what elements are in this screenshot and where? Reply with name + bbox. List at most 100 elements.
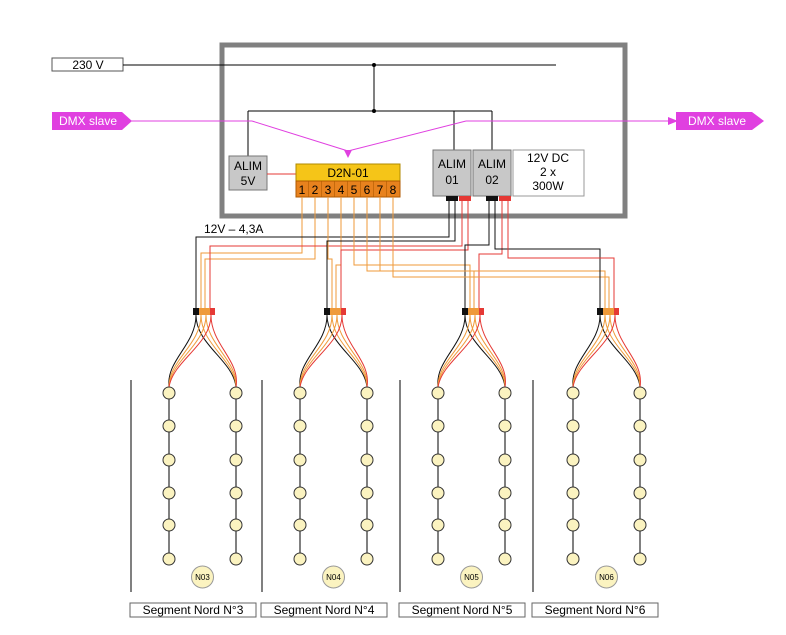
led-node: [566, 552, 580, 566]
dmx-arrowhead: [344, 150, 352, 158]
fan-wire: [326, 314, 368, 388]
power-input-label: 230 V: [72, 58, 103, 72]
segment-tag: N06: [599, 573, 614, 582]
fan-wire: [168, 314, 207, 388]
fan-wire: [437, 314, 466, 388]
fan-wire: [168, 314, 197, 388]
led-node: [498, 386, 512, 400]
led-node: [360, 518, 374, 532]
led-node: [633, 486, 647, 500]
led-node: [633, 419, 647, 433]
fan-wire: [336, 314, 368, 388]
positive-wire: [507, 201, 615, 312]
fan-wire: [168, 314, 212, 388]
led-node: [162, 486, 176, 500]
segment-connector: [324, 308, 346, 315]
segment-tag: N04: [326, 573, 341, 582]
led-node: [633, 518, 647, 532]
led-node: [498, 486, 512, 500]
led-node: [431, 419, 445, 433]
alim-5v-module: [228, 155, 268, 191]
negative-wire: [195, 201, 450, 312]
controller-channel-8: 8: [390, 183, 397, 197]
led-node: [633, 453, 647, 467]
led-node: [633, 552, 647, 566]
segment-connector: [462, 308, 484, 315]
enclosure: [219, 42, 628, 219]
segment-label-box: [129, 602, 257, 618]
led-node: [360, 419, 374, 433]
fan-wire: [469, 314, 506, 388]
segment-tag-badge: [460, 565, 483, 589]
alim-5v-line1: ALIM: [234, 159, 262, 173]
led-node: [162, 453, 176, 467]
led-node: [566, 518, 580, 532]
fan-wire: [474, 314, 506, 388]
channel-wire: [200, 197, 303, 312]
dmx-out-label: DMX slave: [688, 114, 746, 128]
channel-wire: [327, 197, 333, 312]
led-node: [293, 453, 307, 467]
led-node: [293, 386, 307, 400]
led-node: [162, 518, 176, 532]
fan-wire: [299, 314, 328, 388]
positive-wire: [478, 201, 503, 312]
dmx-line: [122, 120, 670, 152]
led-node: [229, 419, 243, 433]
led-node: [293, 419, 307, 433]
negative-wire: [464, 201, 490, 312]
positive-wire: [340, 201, 469, 312]
fan-wire: [210, 314, 237, 388]
negative-wire: [494, 201, 601, 312]
controller-channel-6: 6: [364, 183, 371, 197]
fan-wire: [195, 314, 237, 388]
fan-wire: [299, 314, 338, 388]
led-node: [229, 386, 243, 400]
led-node: [229, 552, 243, 566]
led-node: [431, 486, 445, 500]
controller-channel-4: 4: [338, 183, 345, 197]
led-node: [566, 386, 580, 400]
fan-wire: [572, 314, 606, 388]
segment-label-box: [260, 602, 388, 618]
dmx-arrowhead: [668, 117, 678, 125]
fan-wire: [479, 314, 506, 388]
led-node: [431, 386, 445, 400]
psu-spec-box: [512, 149, 585, 197]
channel-wire: [392, 197, 610, 312]
led-node: [431, 552, 445, 566]
alim-5v-line2: 5V: [241, 174, 256, 188]
segment-label: Segment Nord N°4: [274, 603, 375, 617]
segment-tag-badge: [191, 565, 214, 589]
segment-tag: N03: [195, 573, 210, 582]
led-node: [498, 419, 512, 433]
channel-wire: [379, 197, 606, 312]
negative-wire: [326, 201, 456, 312]
fan-wire: [437, 314, 476, 388]
channel-wire: [353, 197, 471, 312]
bus-junction: [372, 63, 376, 67]
led-node: [431, 518, 445, 532]
alim-02-line2: 02: [485, 173, 499, 187]
channel-wire: [335, 197, 342, 312]
positive-wire: [209, 201, 463, 312]
led-node: [498, 518, 512, 532]
led-node: [360, 486, 374, 500]
alim-01-terminals: [446, 196, 471, 201]
led-node: [633, 386, 647, 400]
fan-wire: [599, 314, 641, 388]
led-node: [293, 552, 307, 566]
bus-junction: [372, 109, 376, 113]
fan-wire: [437, 314, 481, 388]
controller-channel-2: 2: [312, 183, 319, 197]
psu-spec-line3: 300W: [532, 179, 564, 193]
psu-spec-line1: 12V DC: [527, 151, 569, 165]
segment-tag-badge: [322, 565, 345, 589]
power-bus: [123, 64, 556, 156]
